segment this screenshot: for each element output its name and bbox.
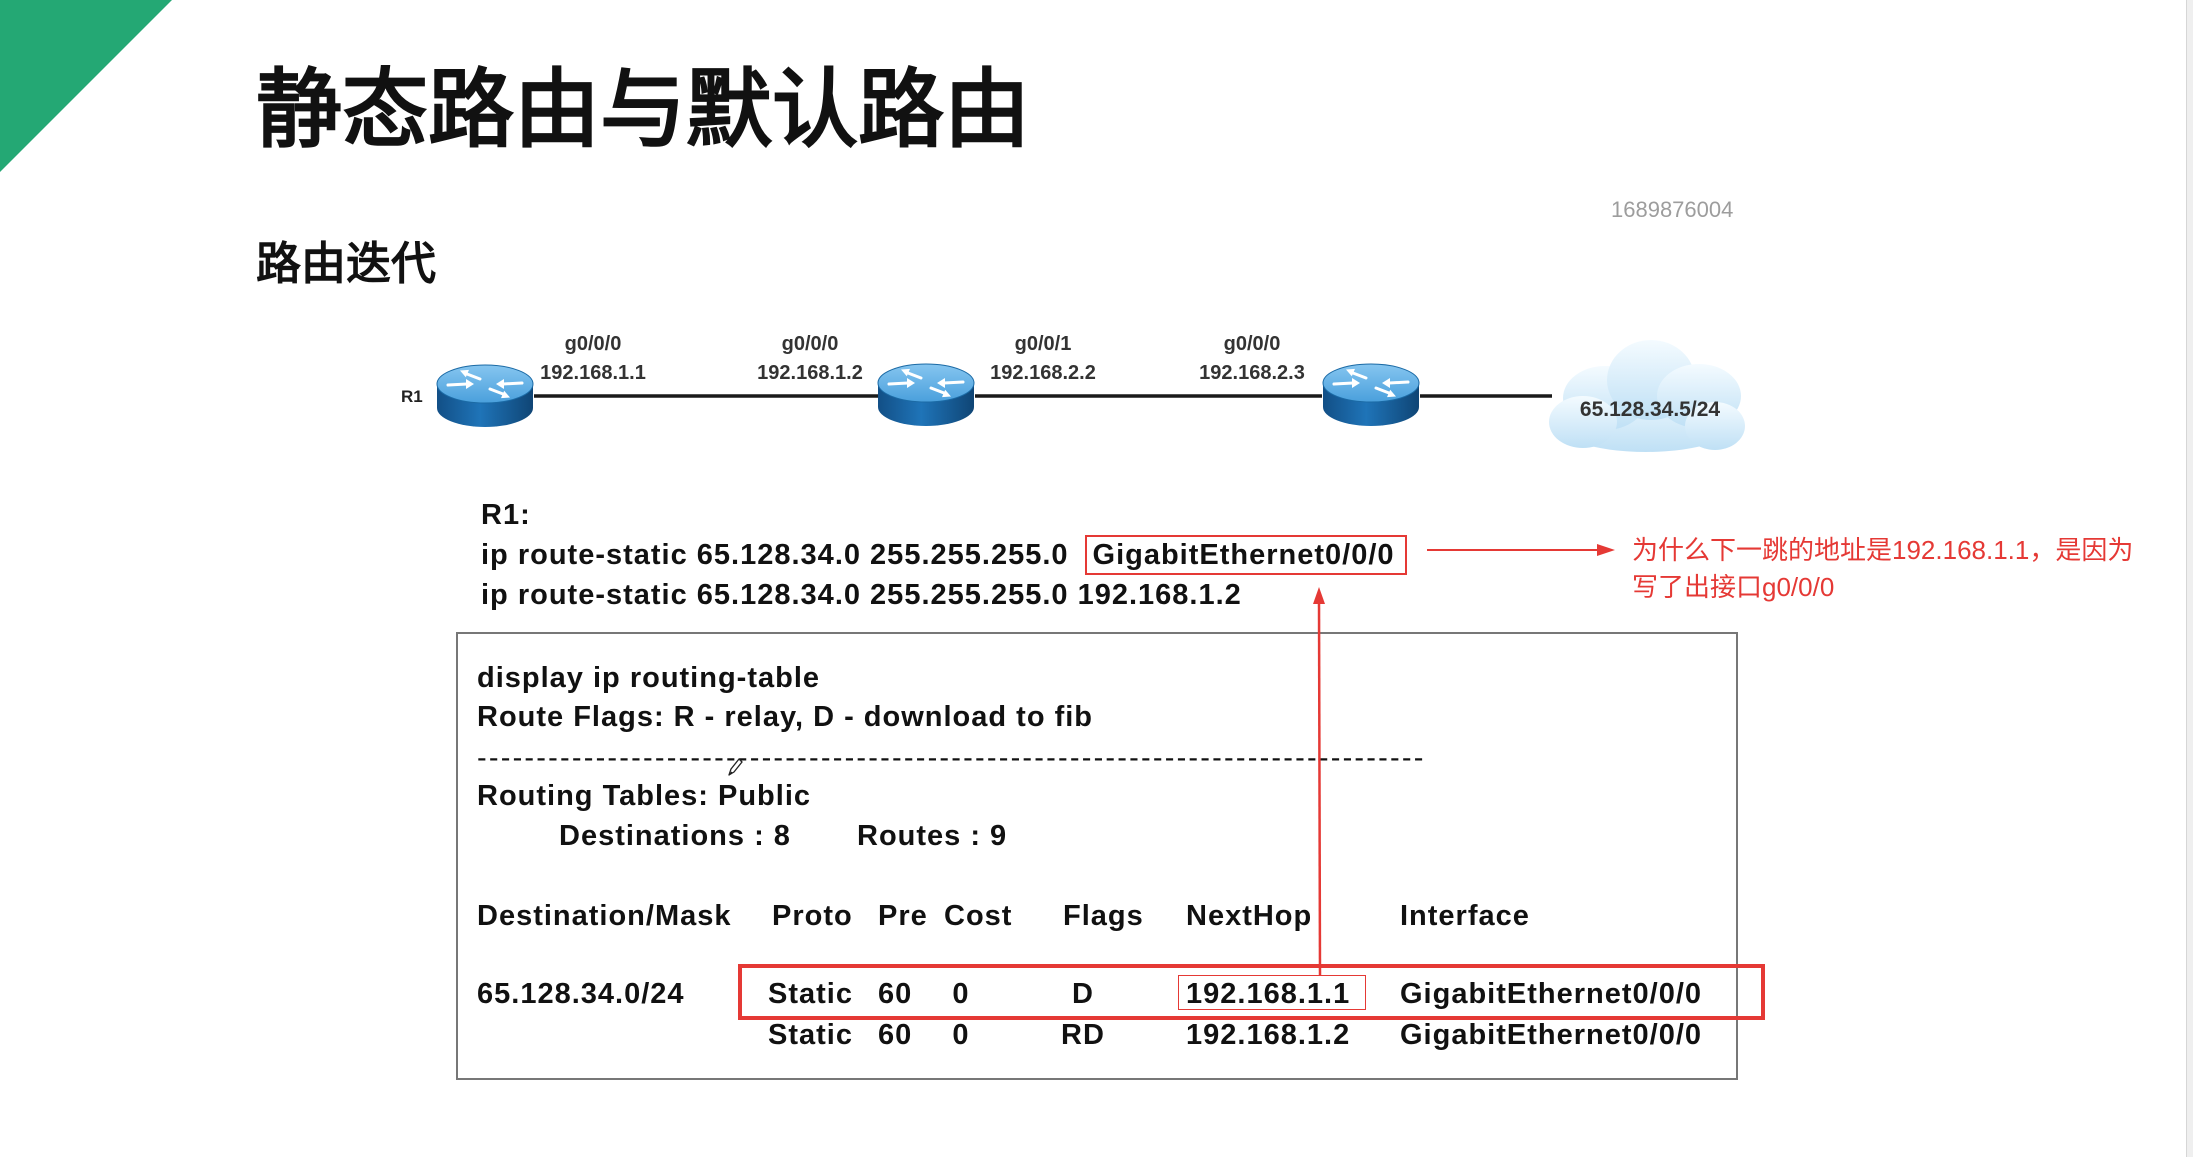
column-header: Pre: [878, 900, 928, 932]
annotation-line: 写了出接口g0/0/0: [1632, 572, 1835, 602]
annotation-note: 为什么下一跳的地址是192.168.1.1，是因为 写了出接口g0/0/0: [1632, 532, 2184, 606]
command-line: display ip routing-table: [477, 662, 821, 694]
routing-table-output: display ip routing-table Route Flags: R …: [456, 632, 1738, 1080]
config-line: ip route-static 65.128.34.0 255.255.255.…: [481, 579, 1242, 611]
column-header: Proto: [772, 900, 853, 932]
cell-interface: GigabitEthernet0/0/0: [1400, 978, 1703, 1010]
cell-flags: RD: [1061, 1019, 1105, 1051]
cell-pre: 60: [878, 978, 913, 1010]
highlighted-route-row: [738, 964, 1765, 1020]
cell-cost: 0: [952, 1019, 970, 1051]
config-header: R1:: [481, 499, 531, 531]
link-interface-label: g0/0/0: [1223, 333, 1281, 355]
router-r1-label: R1: [401, 387, 423, 406]
column-header: Cost: [944, 900, 1013, 932]
cloud-icon: [1549, 340, 1745, 452]
cell-nexthop: 192.168.1.2: [1186, 1019, 1351, 1051]
topology-links: [534, 394, 1552, 398]
route-flags-legend: Route Flags: R - relay, D - download to …: [477, 701, 1094, 733]
section-heading: 路由迭代: [256, 238, 437, 289]
cell-pre: 60: [878, 1019, 913, 1051]
slide-id-stamp: 1689876004: [1611, 197, 1734, 222]
column-header: Destination/Mask: [477, 900, 732, 932]
annotation-line: 为什么下一跳的地址是192.168.1.1，是因为: [1632, 535, 2134, 565]
arrow-right-icon: [1427, 544, 1615, 556]
table-header: Destination/Mask Proto Pre Cost Flags Ne…: [458, 896, 1736, 936]
cell-proto: Static: [768, 1019, 853, 1051]
pen-cursor-icon: [728, 758, 743, 776]
column-header: Flags: [1063, 900, 1144, 932]
cloud-network-label: 65.128.34.5/24: [1579, 398, 1721, 421]
cell-interface: GigabitEthernet0/0/0: [1400, 1019, 1703, 1051]
table-summary: Destinations : 8 Routes : 9: [458, 816, 1736, 856]
corner-accent-triangle: [0, 0, 172, 172]
link-ip-label: 192.168.2.3: [1199, 362, 1305, 384]
link-interface-label: g0/0/0: [564, 333, 622, 355]
router-icon: [436, 364, 534, 427]
link-interface-label: g0/0/0: [781, 333, 839, 355]
cell-destination: 65.128.34.0/24: [477, 978, 685, 1010]
link-ip-label: 192.168.1.2: [757, 362, 863, 384]
r1-config: R1: ip route-static 65.128.34.0 255.255.…: [481, 495, 1481, 615]
nexthop-highlight-box: [1178, 975, 1366, 1010]
config-line: ip route-static 65.128.34.0 255.255.255.…: [481, 535, 1481, 575]
cell-proto: Static: [768, 978, 853, 1010]
link-interface-label: g0/0/1: [1014, 333, 1072, 355]
cell-flags: D: [1072, 978, 1094, 1010]
table-row: 65.128.34.0/24 Static 60 0 D 192.168.1.1…: [458, 974, 1736, 1014]
network-topology: R1: [380, 320, 1760, 470]
config-command: ip route-static 65.128.34.0 255.255.255.…: [481, 539, 1069, 571]
separator-line: ----------------------------------------…: [477, 742, 1426, 774]
cell-nexthop: 192.168.1.1: [1186, 978, 1351, 1010]
routing-tables-label: Routing Tables: Public: [477, 780, 812, 812]
cell-cost: 0: [952, 978, 970, 1010]
routes-count: Routes : 9: [857, 820, 1008, 852]
slide-title: 静态路由与默认路由: [256, 62, 1030, 158]
destinations-count: Destinations : 8: [559, 820, 791, 852]
arrow-up-icon: [1313, 587, 1325, 976]
link-ip-label: 192.168.2.2: [990, 362, 1096, 384]
router-icon: [877, 363, 975, 426]
link-ip-label: 192.168.1.1: [540, 362, 646, 384]
table-row: Static 60 0 RD 192.168.1.2 GigabitEthern…: [458, 1015, 1736, 1055]
column-header: NextHop: [1186, 900, 1313, 932]
outgoing-interface-highlight: GigabitEthernet0/0/0: [1084, 535, 1407, 575]
slide-right-edge: [2186, 0, 2193, 1157]
column-header: Interface: [1400, 900, 1530, 932]
router-icon: [1322, 363, 1420, 426]
